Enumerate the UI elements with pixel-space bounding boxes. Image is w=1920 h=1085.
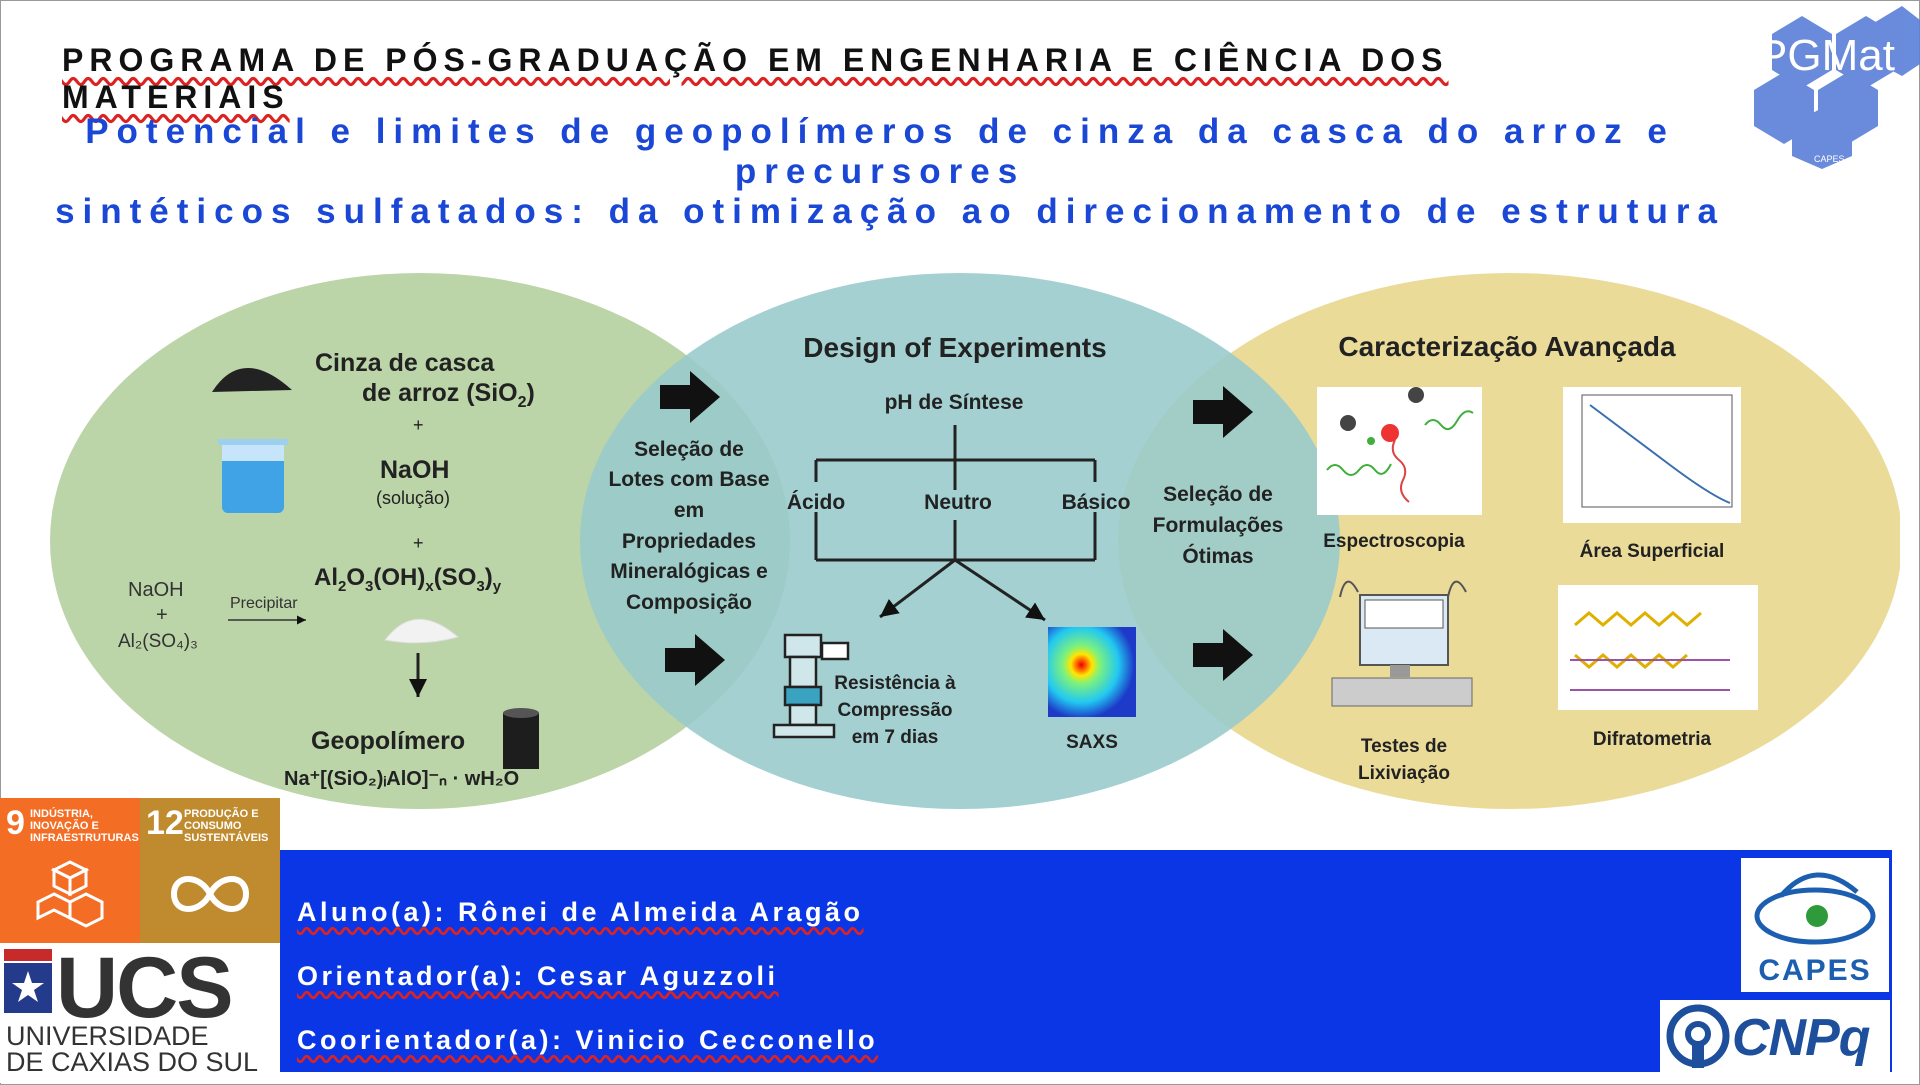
spectroscopy-icon <box>1317 387 1482 515</box>
selecao-formulacoes-text: Seleção de Formulações Ótimas <box>1153 483 1284 568</box>
svg-text:CAPES: CAPES <box>1814 154 1845 164</box>
arrow-right-2 <box>665 634 725 686</box>
capes-orbit-icon <box>1754 872 1876 945</box>
thesis-title-line2: sintéticos sulfatados: da otimização ao … <box>55 192 1725 231</box>
diagram-svg: Cinza de casca de arroz (SiO2) + NaOH (s… <box>50 273 1902 809</box>
cnpq-logo: CNPq <box>1660 1000 1890 1072</box>
svg-text:PGMat: PGMat <box>1758 31 1895 80</box>
svg-text:em 7 dias: em 7 dias <box>852 727 939 748</box>
geopolimero-label: Geopolímero <box>311 727 465 755</box>
aluno-line: Aluno(a): Rônei de Almeida Aragão <box>297 897 864 927</box>
ph-label: pH de Síntese <box>885 391 1024 414</box>
program-title: PROGRAMA DE PÓS-GRADUAÇÃO EM ENGENHARIA … <box>62 42 1449 115</box>
ash-label-1: Cinza de casca <box>315 349 495 377</box>
plus-1: + <box>413 415 424 435</box>
arrow-right-3 <box>1193 386 1253 438</box>
capes-logo: CAPES <box>1741 858 1889 992</box>
basico-label: Básico <box>1062 491 1131 514</box>
svg-text:Seleção de: Seleção de <box>1163 483 1273 506</box>
arrow-right-4 <box>1193 629 1253 681</box>
diffraction-icon <box>1558 585 1758 710</box>
orientador-line: Orientador(a): Cesar Aguzzoli <box>297 961 779 991</box>
saxs-pattern-icon <box>1048 627 1136 717</box>
side-naoh: NaOH <box>128 579 184 601</box>
geopolymer-cylinder-icon <box>503 708 539 769</box>
svg-text:Seleção de: Seleção de <box>634 438 744 461</box>
svg-text:Mineralógicas e: Mineralógicas e <box>610 560 768 583</box>
arrow-right-1 <box>660 371 720 423</box>
arrow-to-resistencia <box>879 558 956 619</box>
cnpq-emblem-icon <box>1666 1004 1730 1068</box>
svg-text:Lotes com Base: Lotes com Base <box>608 468 769 491</box>
svg-text:Lixiviação: Lixiviação <box>1358 763 1450 784</box>
coorientador-line: Coorientador(a): Vinicio Cecconello <box>297 1025 879 1055</box>
aluminium-sulfate-formula: Al2O3(OH)x(SO3)y <box>314 564 502 595</box>
process-diagram: Cinza de casca de arroz (SiO2) + NaOH (s… <box>30 265 1902 825</box>
geopolymer-formula: Na⁺[(SiO₂)ᵢAlO]⁻ₙ · wH₂O <box>284 768 519 790</box>
ucs-emblem-icon <box>4 949 52 1013</box>
compression-machine-icon <box>772 633 850 739</box>
white-powder-icon <box>384 618 460 644</box>
svg-text:Propriedades: Propriedades <box>622 530 756 553</box>
ash-label-2: de arroz (SiO2) <box>362 379 535 411</box>
neutro-label: Neutro <box>924 491 992 514</box>
arrow-to-saxs <box>954 558 1046 622</box>
cubes-icon <box>36 860 104 928</box>
side-al-sulfate: Al₂(SO₄)₃ <box>118 631 198 652</box>
sdg-9-badge: 9 Indústria, inovação e infraestruturas <box>0 798 140 943</box>
svg-text:Ótimas: Ótimas <box>1182 544 1253 568</box>
green-ellipse <box>50 273 790 809</box>
precipitar-label: Precipitar <box>230 595 298 612</box>
leaching-test-icon <box>1331 580 1473 707</box>
svg-text:Testes de: Testes de <box>1361 736 1447 757</box>
lixiviacao-text: Testes de Lixiviação <box>1358 736 1450 784</box>
svg-text:Resistência à: Resistência à <box>834 673 956 694</box>
svg-text:Composição: Composição <box>626 591 752 614</box>
svg-text:em: em <box>674 499 704 522</box>
plus-2: + <box>413 533 424 553</box>
side-plus: + <box>156 604 168 626</box>
infinity-icon <box>170 876 250 912</box>
ucs-logo: UCS UNIVERSIDADE DE CAXIAS DO SUL <box>0 940 280 1083</box>
difratometria-label: Difratometria <box>1593 729 1712 750</box>
naoh-label: NaOH <box>380 456 449 484</box>
saxs-label: SAXS <box>1066 732 1118 753</box>
solucao-label: (solução) <box>376 488 450 508</box>
acido-label: Ácido <box>787 491 845 514</box>
resistencia-text: Resistência à Compressão em 7 dias <box>834 673 956 748</box>
caracterizacao-title: Caracterização Avançada <box>1338 331 1676 362</box>
sdg-12-badge: 12 Produção e consumo sustentáveis <box>140 798 280 943</box>
area-superficial-label: Área Superficial <box>1580 540 1725 562</box>
teal-ellipse <box>580 273 1340 809</box>
doe-title: Design of Experiments <box>803 332 1106 363</box>
thesis-title-line1: Potencial e limites de geopolímeros de c… <box>85 112 1675 191</box>
pgmat-logo: PGMat CAPES <box>1754 6 1920 169</box>
espectroscopia-label: Espectroscopia <box>1323 531 1465 552</box>
svg-text:Formulações: Formulações <box>1153 514 1284 537</box>
beaker-icon <box>218 439 288 513</box>
ash-pile-icon <box>212 367 292 392</box>
footer-bar <box>280 850 1892 1072</box>
svg-text:Compressão: Compressão <box>837 700 952 721</box>
surface-area-plot-icon <box>1563 387 1741 523</box>
selecao-lotes-text: Seleção de Lotes com Base em Propriedade… <box>608 438 769 614</box>
